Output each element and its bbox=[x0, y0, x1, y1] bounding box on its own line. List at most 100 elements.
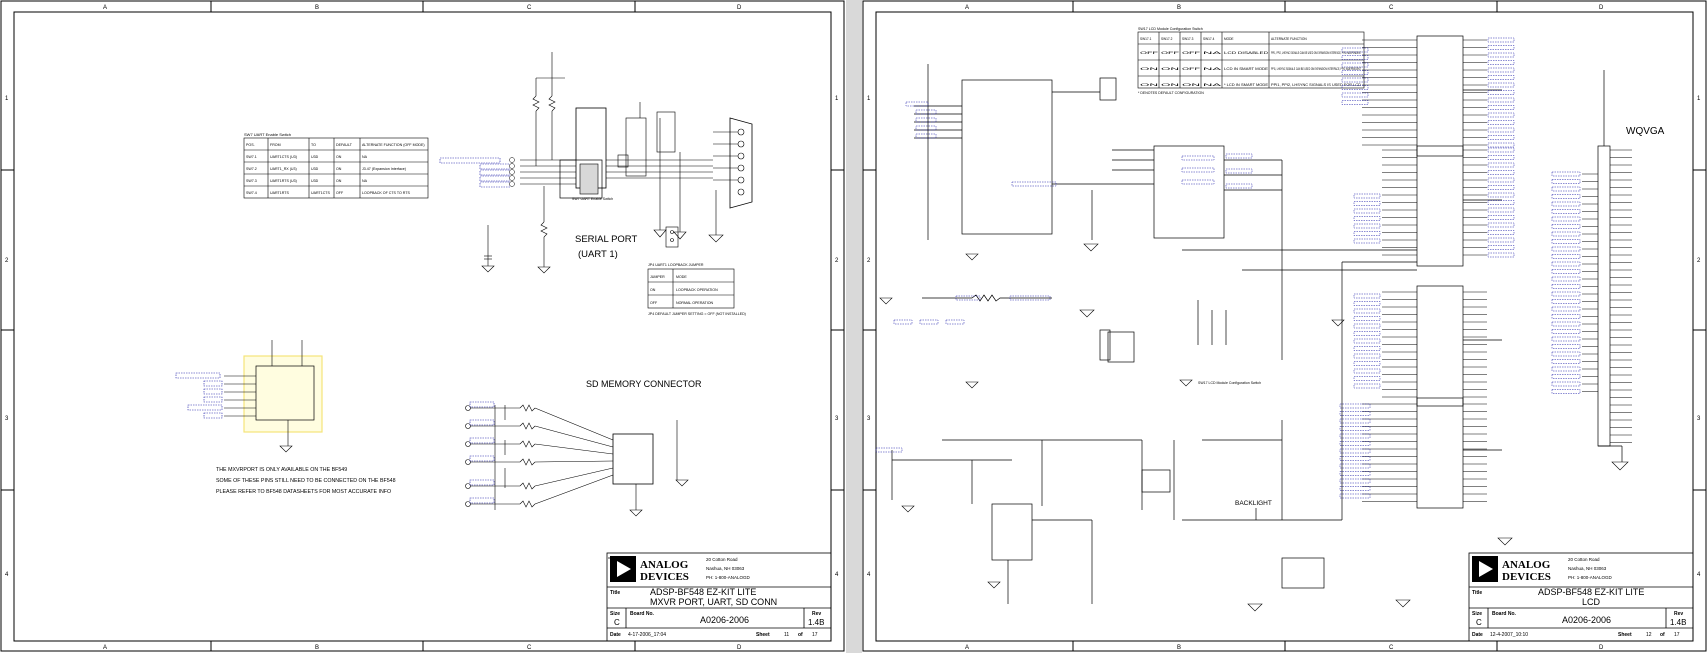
net-label-box bbox=[1339, 486, 1371, 491]
net-label-box bbox=[1353, 308, 1381, 314]
col-label-bottom: A bbox=[965, 645, 969, 651]
uart-switch-table-title: SW7 UART Enable Switch bbox=[244, 132, 291, 137]
net-label-box bbox=[1487, 120, 1515, 125]
table-header-cell: SW17.4 bbox=[1203, 37, 1215, 41]
sheet-divider bbox=[846, 0, 862, 653]
col-label-bottom: D bbox=[737, 645, 742, 651]
net-label-box bbox=[1487, 37, 1515, 43]
net-label-box bbox=[1339, 448, 1371, 454]
table-cell: UART1RTS (U3) bbox=[270, 179, 297, 183]
net-label-box bbox=[1551, 246, 1581, 252]
net-label-box bbox=[1353, 383, 1381, 389]
net-label-box bbox=[1487, 207, 1515, 213]
net-label-box bbox=[1487, 147, 1515, 153]
table-header-cell: SW17.2 bbox=[1161, 37, 1173, 41]
company-name-line1: ANALOG bbox=[640, 559, 689, 571]
table-cell: NORMAL OPERATION bbox=[676, 301, 714, 305]
table-cell: SW7.3 bbox=[246, 179, 257, 183]
ground-symbols bbox=[279, 229, 724, 517]
net-label-box bbox=[1353, 223, 1381, 229]
sheet-number: 11 bbox=[784, 632, 789, 638]
table-cell: ON bbox=[1140, 67, 1161, 71]
net-label-box bbox=[1487, 67, 1515, 73]
net-label-box bbox=[1487, 52, 1515, 58]
board-no-value: A0206-2006 bbox=[1562, 615, 1611, 625]
lcd-circuit bbox=[891, 35, 1623, 604]
net-label-box bbox=[1487, 142, 1515, 148]
row-label-right: 2 bbox=[835, 258, 839, 264]
net-label-box bbox=[1353, 201, 1381, 206]
size-label: Size bbox=[1472, 611, 1482, 617]
serial-port-circuit bbox=[484, 52, 753, 267]
net-label-box bbox=[1551, 389, 1581, 394]
net-label-box bbox=[1551, 366, 1581, 372]
table-cell: OFF bbox=[1182, 67, 1200, 71]
net-label-box bbox=[1353, 301, 1381, 306]
sheet-left-drawing: A B C D A B C D 1 2 3 4 1 2 3 4 SW7 UART… bbox=[0, 0, 845, 652]
net-label-box bbox=[1551, 194, 1581, 199]
net-label-box bbox=[875, 447, 903, 453]
net-label-box bbox=[1551, 299, 1581, 304]
table-cell: LCD IN SMART MODE bbox=[1224, 67, 1268, 71]
table-header-cell: SW17.1 bbox=[1140, 37, 1152, 41]
size-value: C bbox=[614, 618, 620, 627]
zone-labels: A B C D A B C D 1 2 3 4 1 2 3 4 bbox=[867, 5, 1701, 651]
net-label-box bbox=[915, 117, 937, 123]
sd-net-labels bbox=[469, 401, 495, 504]
uart-switch-caption: SW7 UART Enable Switch bbox=[572, 197, 613, 201]
table-cell: OFF bbox=[650, 301, 658, 305]
table-cell: NA bbox=[362, 179, 368, 183]
net-label-box bbox=[1341, 62, 1369, 68]
table-cell: ON bbox=[1140, 83, 1161, 87]
net-label-box bbox=[1181, 155, 1215, 161]
net-label-box bbox=[893, 319, 913, 325]
company-address1: 20 Cotton Road bbox=[706, 557, 738, 562]
net-label-box bbox=[1339, 441, 1371, 446]
table-cell: UART1CTS bbox=[311, 191, 331, 195]
col-label-top: D bbox=[1599, 5, 1604, 11]
row-label-right: 1 bbox=[835, 96, 839, 102]
col-label-top: D bbox=[737, 5, 742, 11]
table-cell: PPI1, PPI2, LHSYNC SIGNALS IS USED FOR L… bbox=[1271, 83, 1362, 87]
jp4-table-title: JP4 UART1 LOOPBACK JUMPER bbox=[648, 263, 704, 267]
row-label-left: 3 bbox=[5, 416, 9, 422]
company-address2: Nashua, NH 03063 bbox=[706, 566, 745, 571]
bus-pins bbox=[1362, 39, 1632, 502]
mxvr-note: SOME OF THESE PINS STILL NEED TO BE CONN… bbox=[216, 478, 396, 484]
net-label-box bbox=[1487, 127, 1515, 133]
net-label-box bbox=[1341, 70, 1369, 75]
row-label-left: 4 bbox=[5, 572, 9, 578]
date-label: Date bbox=[1472, 632, 1483, 638]
net-label-box bbox=[1487, 82, 1515, 88]
col-label-top: B bbox=[315, 5, 319, 11]
net-label-box bbox=[1487, 177, 1515, 183]
row-label-right: 1 bbox=[1697, 96, 1701, 102]
net-label-box bbox=[1181, 179, 1215, 185]
board-no-value: A0206-2006 bbox=[700, 615, 749, 625]
table-cell: NA bbox=[1203, 51, 1225, 55]
zone-labels: A B C D A B C D 1 2 3 4 1 2 3 4 bbox=[5, 5, 839, 651]
table-cell: ON bbox=[650, 288, 656, 292]
col-label-top: C bbox=[527, 5, 532, 11]
title-label: Title bbox=[610, 590, 620, 596]
table-cell: LOOPBACK OPERATION bbox=[676, 288, 718, 292]
net-label-box bbox=[1353, 346, 1381, 351]
net-label-box bbox=[1551, 179, 1581, 184]
table-cell: ON bbox=[336, 155, 342, 159]
table-header-cell: MODE bbox=[676, 275, 687, 279]
net-label-box bbox=[1487, 200, 1515, 205]
sd-connector-circuit bbox=[465, 404, 678, 510]
net-label-box bbox=[1551, 351, 1581, 357]
net-label-box bbox=[1551, 171, 1581, 177]
jp4-table-note: JP4 DEFAULT JUMPER SETTING = OFF (NOT IN… bbox=[648, 312, 746, 316]
net-label-box bbox=[1353, 316, 1381, 321]
net-label-box bbox=[1353, 323, 1381, 329]
col-label-top: B bbox=[1177, 5, 1181, 11]
col-label-bottom: A bbox=[103, 645, 107, 651]
net-label-box bbox=[1487, 237, 1515, 243]
title-line2: MXVR PORT, UART, SD CONN bbox=[650, 597, 777, 607]
net-label-box bbox=[919, 319, 939, 325]
net-label-box bbox=[1487, 222, 1515, 228]
table-cell: LOOPBACK OF CTS TO RTS bbox=[362, 191, 411, 195]
